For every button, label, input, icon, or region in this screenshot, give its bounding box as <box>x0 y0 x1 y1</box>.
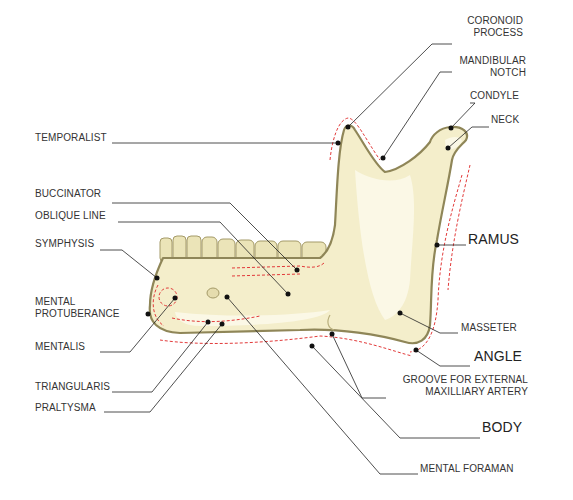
leader-line <box>104 324 222 412</box>
leader-dot <box>146 312 151 317</box>
leader-dot <box>220 322 225 327</box>
leader-line <box>400 313 458 333</box>
part-label: MENTALIS <box>35 341 85 353</box>
leader-dot <box>155 276 160 281</box>
leader-dot <box>435 243 440 248</box>
leader-line <box>227 297 418 474</box>
leader-dot <box>381 156 386 161</box>
buccinator-attachment <box>232 274 300 276</box>
leader-lines <box>100 44 489 474</box>
region-label: ANGLE <box>474 348 522 364</box>
leader-line <box>112 143 338 144</box>
groove-mark <box>328 315 334 330</box>
part-label: GROOVE FOR EXTERNAL MAXILLIARY ARTERY <box>386 374 528 398</box>
leader-dot <box>295 268 300 273</box>
part-label: OBLIQUE LINE <box>35 210 106 222</box>
leader-line <box>100 298 175 352</box>
leader-line <box>416 350 470 366</box>
part-label: NECK <box>491 114 519 126</box>
part-label: BUCCINATOR <box>35 188 101 200</box>
symphysis-attachment <box>153 285 164 326</box>
leader-line <box>118 222 288 294</box>
leader-dot <box>206 320 211 325</box>
part-label: PRALTYSMA <box>35 402 96 414</box>
part-label: MENTAL FORAMAN <box>420 463 514 475</box>
leader-line <box>348 44 452 127</box>
leader-dot <box>173 296 178 301</box>
part-label: MANDIBULAR NOTCH <box>446 55 526 79</box>
leader-dot <box>225 295 230 300</box>
muscle-attachments <box>153 118 470 356</box>
masseter-attachment <box>410 175 462 352</box>
leader-line <box>451 103 475 128</box>
buccinator-attachment <box>232 262 325 268</box>
region-label: RAMUS <box>468 231 519 247</box>
bone-shading <box>175 137 462 326</box>
leader-dots <box>146 125 454 353</box>
leader-dot <box>346 125 351 130</box>
ramus-highlight <box>355 170 414 320</box>
leader-dot <box>414 348 419 353</box>
region-label: BODY <box>482 419 522 435</box>
mental-foramen <box>207 288 219 298</box>
leader-line <box>100 250 157 278</box>
leader-line <box>383 72 452 158</box>
leader-line <box>448 127 489 148</box>
leader-dot <box>330 332 335 337</box>
part-label: CORONOID PROCESS <box>448 15 523 39</box>
mandible-outline <box>150 126 467 344</box>
leader-dot <box>446 146 451 151</box>
part-label: CONDYLE <box>470 90 519 102</box>
leader-dot <box>310 344 315 349</box>
leader-line <box>112 203 297 270</box>
leader-line <box>112 322 208 392</box>
leader-dot <box>449 126 454 131</box>
ramus-attachment <box>448 165 470 290</box>
leader-line <box>332 334 386 398</box>
mentalis-attachment <box>159 288 177 306</box>
leader-dot <box>286 292 291 297</box>
body-highlight <box>175 310 330 326</box>
leader-dot <box>336 141 341 146</box>
leader-dot <box>398 311 403 316</box>
part-label: MENTAL PROTUBERANCE <box>35 296 145 320</box>
triangularis-attachment <box>172 316 260 322</box>
part-label: SYMPHYSIS <box>35 238 94 250</box>
leader-line <box>437 245 466 246</box>
part-label: TRIANGULARIS <box>35 381 110 393</box>
temporalis-attachment <box>330 118 380 160</box>
part-label: MASSETER <box>461 322 517 334</box>
part-label: TEMPORALIST <box>35 132 107 144</box>
